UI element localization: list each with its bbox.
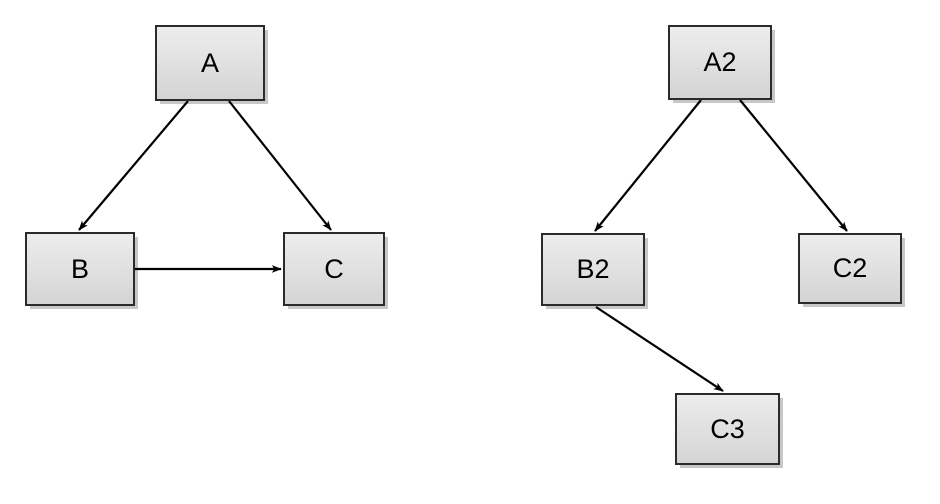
node-c3[interactable]: C3 — [675, 393, 780, 465]
node-c2[interactable]: C2 — [798, 233, 902, 304]
node-c[interactable]: C — [283, 232, 385, 306]
node-b2[interactable]: B2 — [541, 233, 645, 306]
node-label-b: B — [70, 253, 89, 284]
node-label-a: A — [200, 47, 219, 78]
edge-b2-to-c3 — [595, 306, 724, 392]
edge-a2-to-b2 — [594, 99, 702, 232]
edge-a-to-c — [228, 100, 332, 231]
node-a[interactable]: A — [155, 25, 265, 101]
node-label-b2: B2 — [576, 254, 610, 284]
node-b[interactable]: B — [25, 232, 135, 306]
node-label-a2: A2 — [703, 47, 737, 77]
node-label-c: C — [324, 253, 344, 284]
node-a2[interactable]: A2 — [668, 25, 772, 100]
edge-a2-to-c2 — [739, 99, 848, 232]
node-label-c2: C2 — [832, 253, 868, 283]
edge-a-to-b — [78, 100, 189, 231]
node-label-c3: C3 — [710, 413, 745, 444]
